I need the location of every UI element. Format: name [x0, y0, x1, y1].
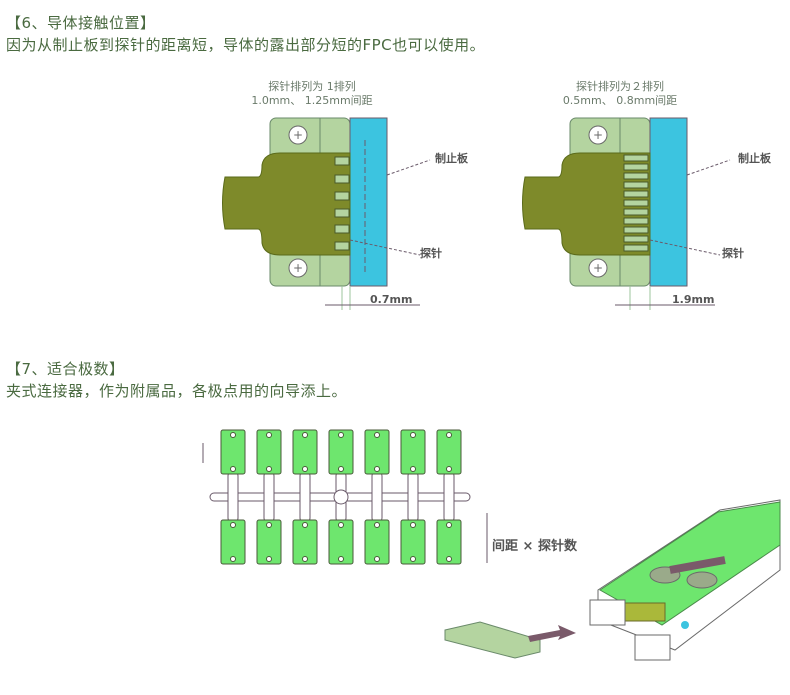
- pin-hole: [230, 556, 236, 562]
- pin-hole: [374, 522, 380, 528]
- screw-icons: [288, 125, 308, 278]
- pin-hole: [302, 466, 308, 472]
- svg-text:+: +: [293, 128, 303, 142]
- pin-hole: [230, 466, 236, 472]
- pin-hole: [302, 522, 308, 528]
- module-top: [256, 429, 282, 475]
- module-bottom: [256, 519, 282, 565]
- module-bottom: [220, 519, 246, 565]
- module-bottom: [328, 519, 354, 565]
- pin-hole: [338, 466, 344, 472]
- pin-hole: [266, 556, 272, 562]
- pin-hole: [230, 522, 236, 528]
- probe-pads: [334, 156, 350, 251]
- fig-right-stopper-label: 制止板: [738, 152, 771, 165]
- fig-right-connector-diagram: + +: [522, 117, 731, 310]
- pin-hole: [302, 556, 308, 562]
- module-bottom: [364, 519, 390, 565]
- section6-body: 因为从制止板到探针的距离短，导体的露出部分短的FPC也可以使用。: [6, 36, 486, 54]
- runner-link: [227, 470, 239, 524]
- module-top: [400, 429, 426, 475]
- pin-hole: [410, 556, 416, 562]
- guide-module-tree: [202, 429, 488, 565]
- stopper-plate: [349, 117, 388, 287]
- module-top: [328, 429, 354, 475]
- hub-ring: [333, 489, 349, 505]
- section6-heading: 【6、导体接触位置】: [6, 14, 156, 32]
- pin-hole: [374, 432, 380, 438]
- fig-left-dimension: 0.7mm: [370, 293, 413, 306]
- pin-hole: [446, 466, 452, 472]
- pin-hole: [410, 432, 416, 438]
- pin-hole: [266, 466, 272, 472]
- isometric-connector-diagram: [444, 499, 781, 661]
- runner-link: [371, 470, 383, 524]
- runner-link: [299, 470, 311, 524]
- pin-hole: [338, 432, 344, 438]
- fpc: [222, 152, 351, 256]
- fig-left-probe-label: 探针: [420, 247, 442, 260]
- fig-right-probe-label: 探针: [722, 247, 744, 260]
- pin-hole: [410, 522, 416, 528]
- pin-hole: [374, 556, 380, 562]
- module-bottom: [400, 519, 426, 565]
- pin-hole: [446, 522, 452, 528]
- pin-hole: [230, 432, 236, 438]
- svg-text:+: +: [293, 261, 303, 275]
- pin-hole: [302, 432, 308, 438]
- fig-left-caption-1: 探针排列为 1排列: [268, 80, 356, 93]
- svg-text:+: +: [593, 128, 603, 142]
- section7-body: 夹式连接器，作为附属品，各极点用的向导添上。: [6, 382, 348, 400]
- pin-hole: [338, 522, 344, 528]
- svg-text:+: +: [593, 261, 603, 275]
- pin-hole: [446, 432, 452, 438]
- fig-right-dimension: 1.9mm: [672, 293, 715, 306]
- section7-heading: 【7、适合极数】: [6, 360, 125, 378]
- module-top: [220, 429, 246, 475]
- pin-hole: [266, 432, 272, 438]
- pin-hole: [374, 466, 380, 472]
- module-top: [364, 429, 390, 475]
- fig-left-stopper-label: 制止板: [435, 152, 468, 165]
- section7-dimension-label: 间距 × 探针数: [492, 539, 577, 554]
- runner-link: [263, 470, 275, 524]
- pin-hole: [266, 522, 272, 528]
- insert-arrow: [528, 625, 576, 642]
- module-top: [292, 429, 318, 475]
- fig-left-caption-2: 1.0mm、 1.25mm间距: [251, 94, 373, 107]
- module-top: [436, 429, 462, 475]
- guide-piece: [444, 621, 541, 659]
- fig-right-caption-2: 0.5mm、 0.8mm间距: [562, 94, 678, 107]
- fig-left-connector-diagram: + +: [222, 117, 431, 310]
- pin-hole: [446, 556, 452, 562]
- module-bottom: [292, 519, 318, 565]
- module-bottom: [436, 519, 462, 565]
- pin-hole: [338, 556, 344, 562]
- fig-right-caption-1: 探针排列为２排列: [576, 80, 664, 93]
- runner-link: [407, 470, 419, 524]
- pin-hole: [410, 466, 416, 472]
